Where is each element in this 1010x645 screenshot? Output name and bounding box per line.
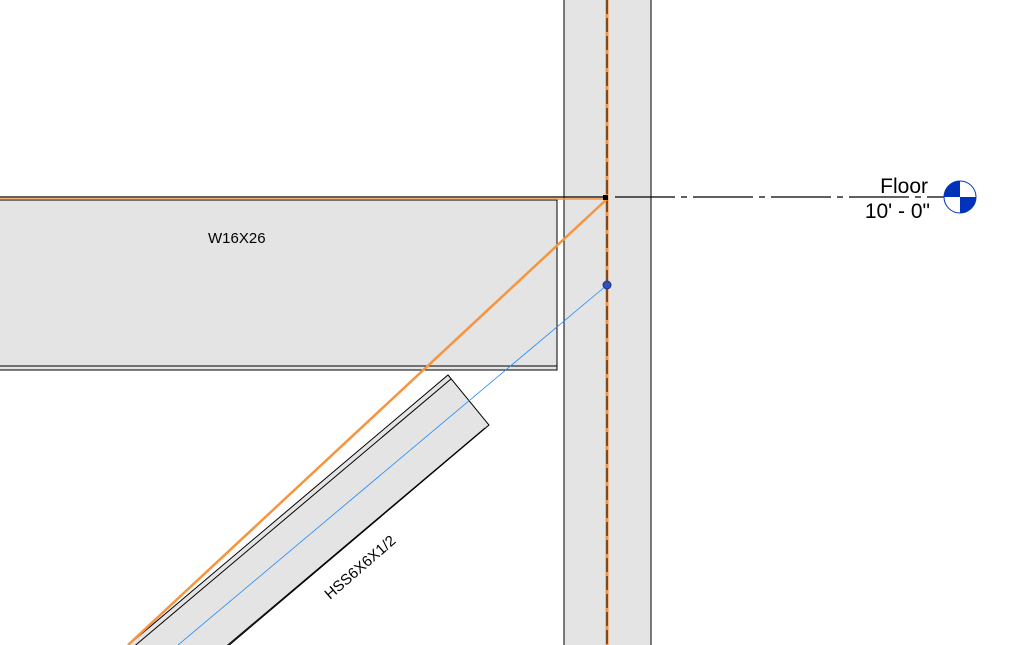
level-head-icon[interactable] [943,180,977,214]
level-name[interactable]: Floor [880,175,928,198]
analytical-brace-line[interactable] [127,198,608,645]
beam-tag[interactable]: W16X26 [208,230,266,247]
beam-w16x26[interactable] [0,199,558,371]
brace-hss[interactable] [126,374,490,645]
brace-location-line[interactable] [177,284,608,645]
joint-marker [603,195,608,200]
level-elevation[interactable]: 10' - 0" [865,200,930,223]
brace-endpoint-grip[interactable] [602,280,612,290]
